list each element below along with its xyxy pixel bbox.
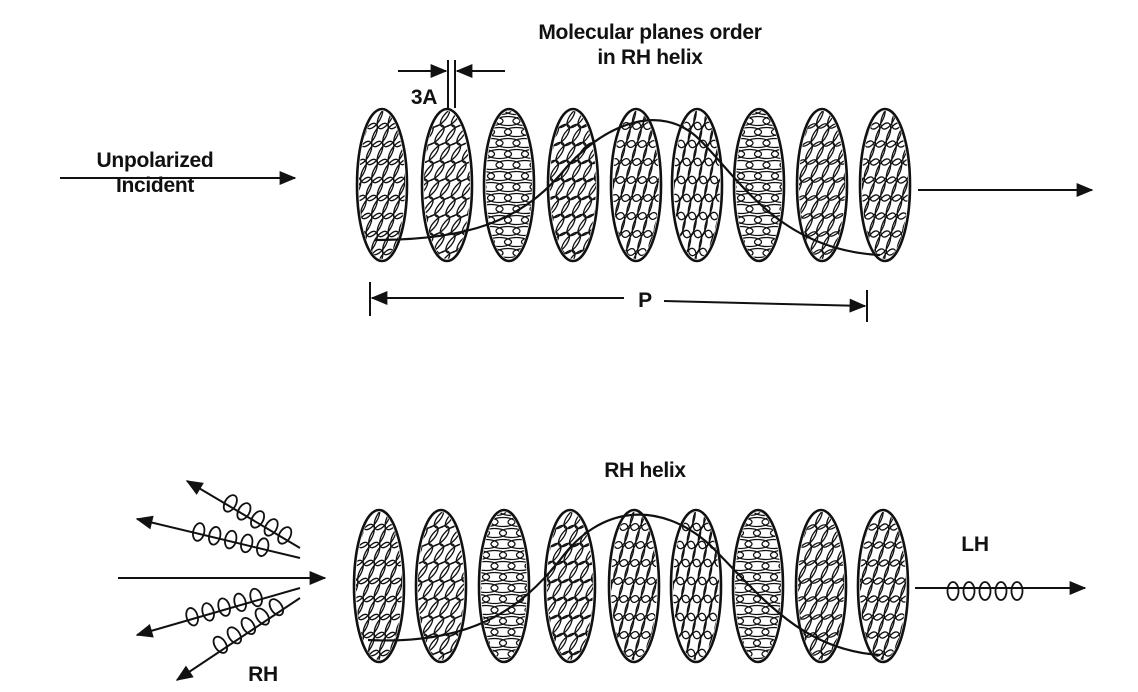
top-molecular-planes <box>355 107 912 263</box>
bottom-plane <box>352 508 406 664</box>
pitch-label: P <box>638 289 652 312</box>
top-helix-curve <box>374 119 881 257</box>
transmitted-polarization-coil <box>946 581 1024 601</box>
top-plane <box>670 107 724 263</box>
top-title: Molecular planes order in RH helix <box>500 20 800 70</box>
bottom-helix-curve <box>367 513 881 657</box>
bottom-plane <box>731 508 785 664</box>
bottom-title: RH helix <box>604 459 686 482</box>
bottom-plane <box>794 508 848 664</box>
bottom-plane <box>669 508 723 664</box>
spacing-label: 3A <box>410 86 438 109</box>
top-plane <box>609 107 663 263</box>
incident-label: Unpolarized Incident <box>70 148 240 198</box>
bottom-plane <box>543 508 597 664</box>
reflected-label: RH <box>248 663 278 686</box>
incident-label-line1: Unpolarized <box>96 149 214 172</box>
top-plane <box>546 107 600 263</box>
reflected-rays <box>135 480 301 681</box>
bottom-molecular-planes <box>352 508 910 664</box>
incident-label-line2: Incident <box>115 174 195 197</box>
pitch-dimension <box>369 282 868 322</box>
spacing-marker <box>398 60 505 108</box>
reflected-polarization-coils <box>185 494 293 654</box>
top-plane <box>482 107 536 263</box>
bottom-plane <box>414 508 468 664</box>
top-plane <box>732 107 786 263</box>
top-plane <box>858 107 912 263</box>
top-plane <box>795 107 849 263</box>
top-title-line2: in RH helix <box>597 46 703 69</box>
top-title-line1: Molecular planes order <box>538 21 762 44</box>
top-plane <box>355 107 409 263</box>
transmitted-label: LH <box>961 533 989 556</box>
top-plane <box>420 107 474 263</box>
bottom-plane <box>477 508 531 664</box>
bottom-plane <box>856 508 910 664</box>
